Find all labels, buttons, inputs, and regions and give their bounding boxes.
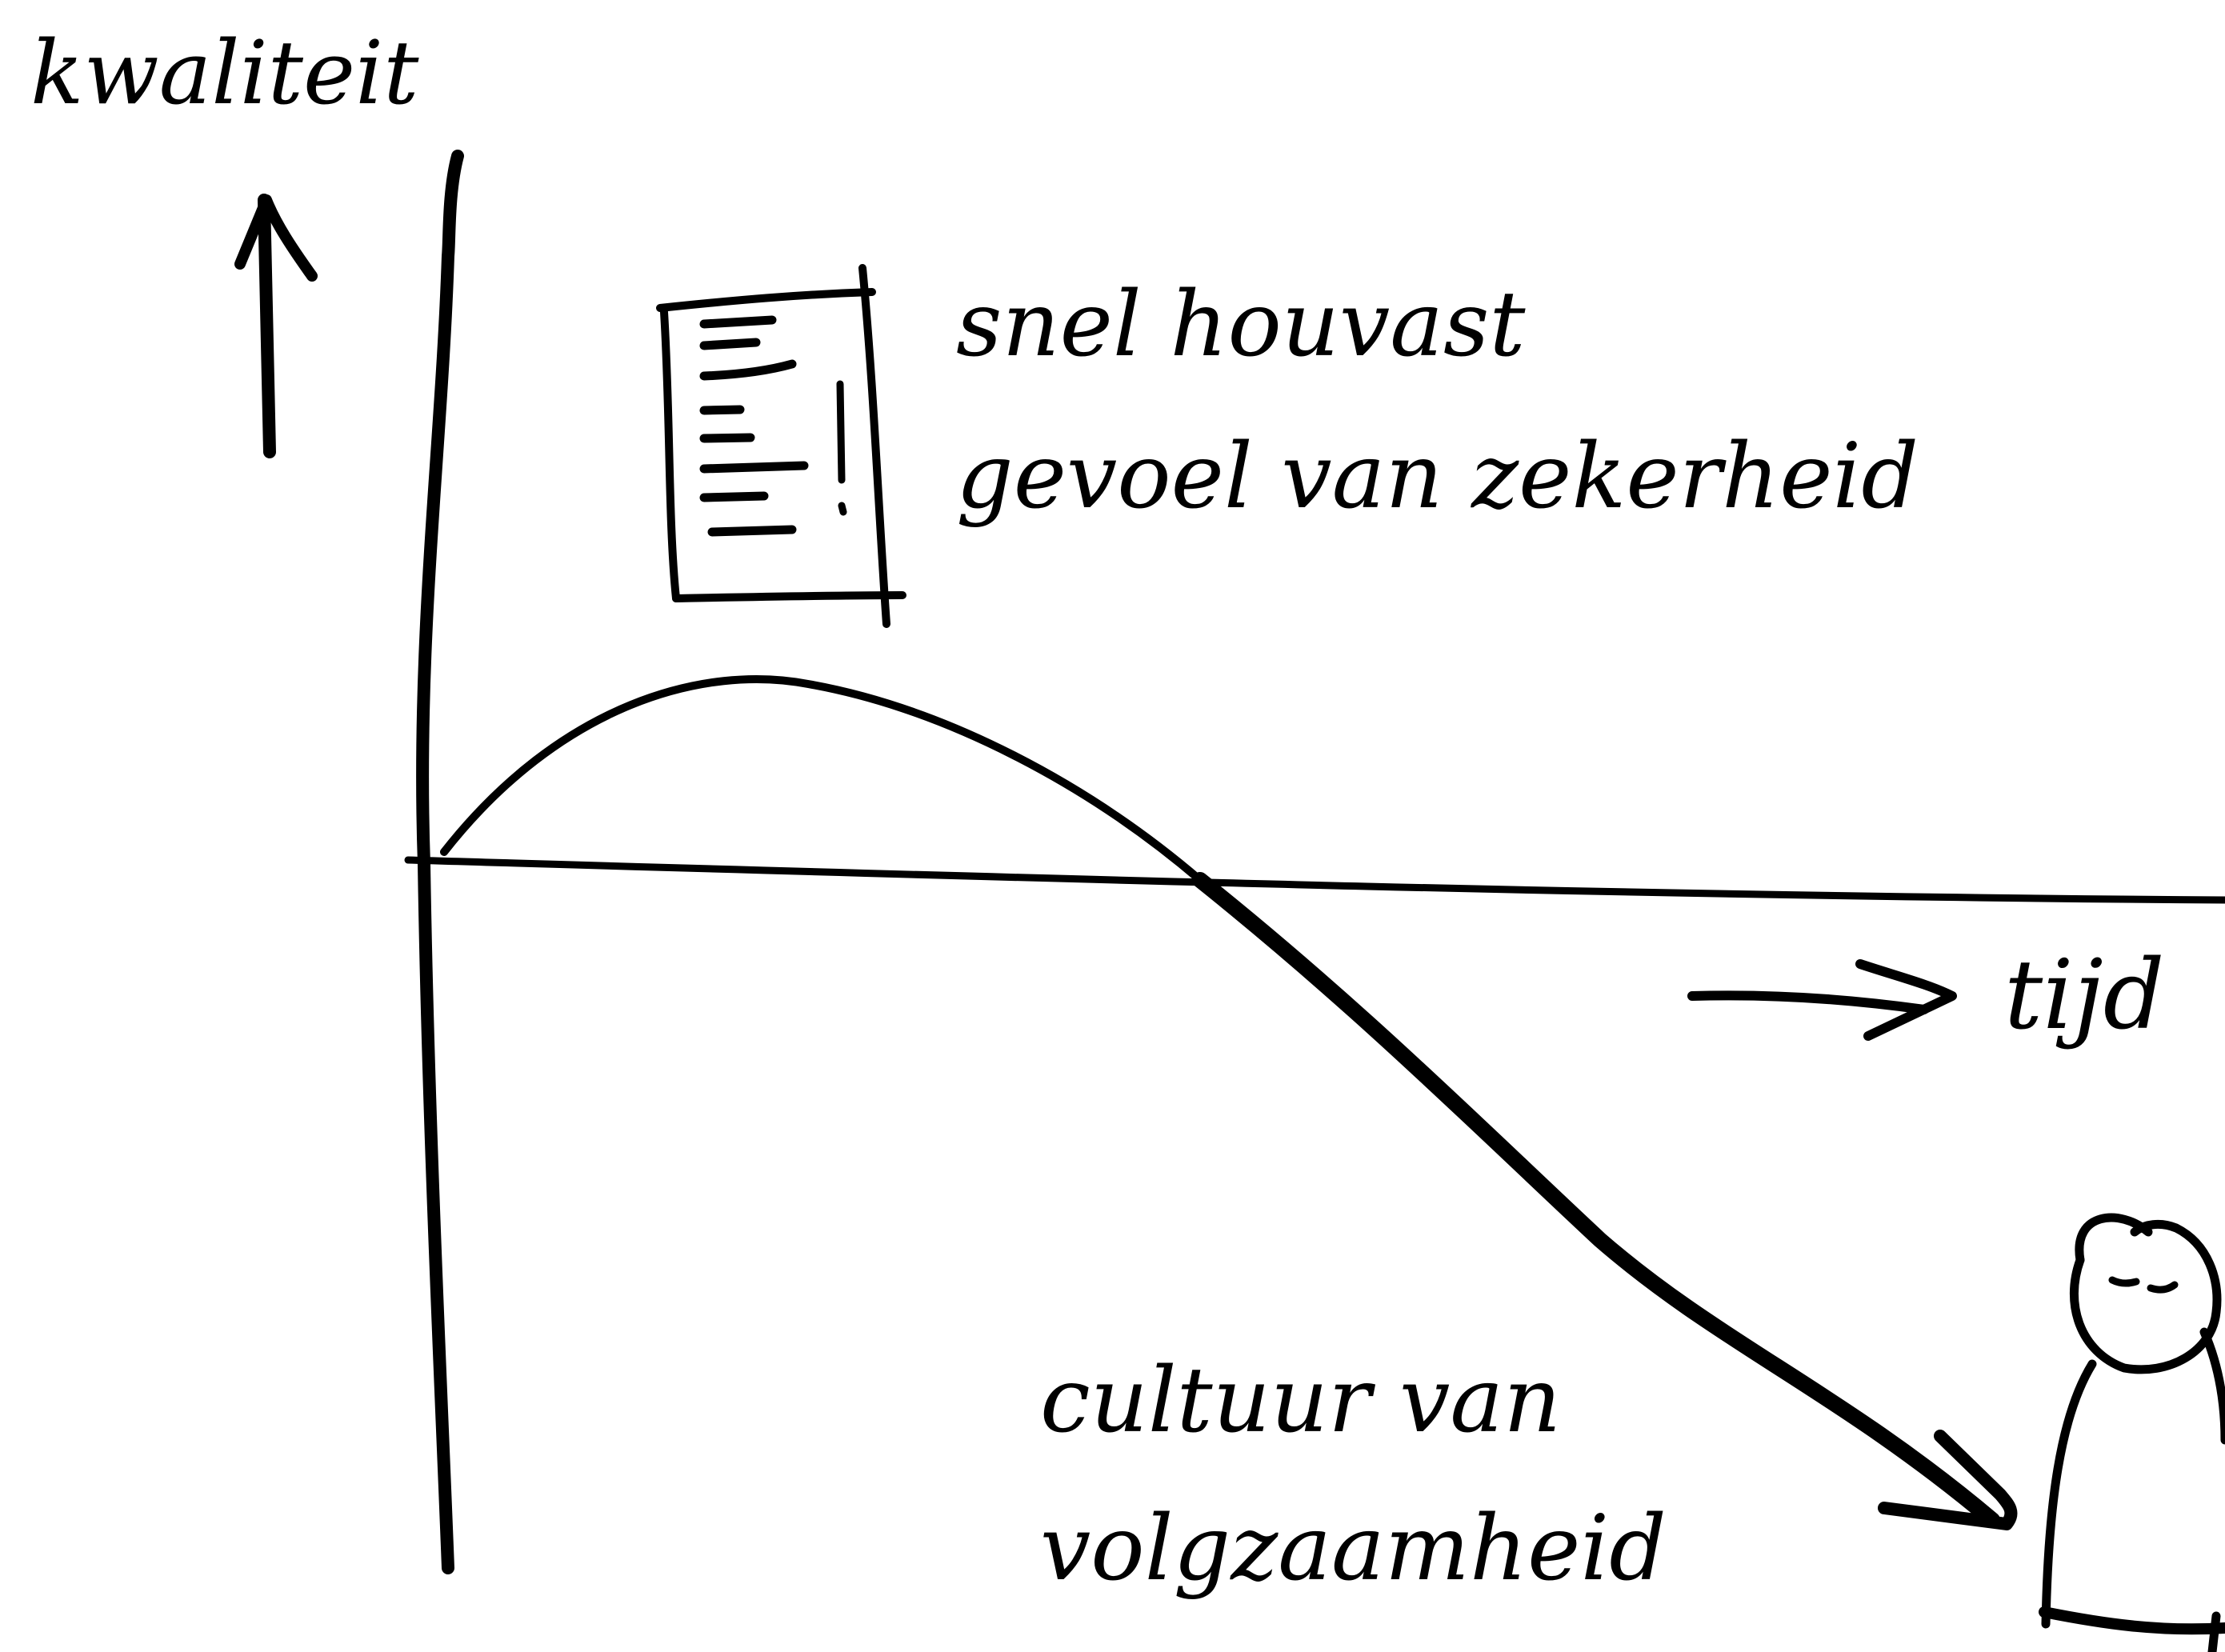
quality-curve xyxy=(440,675,1204,884)
document-annotation-line-2: gevoel van zekerheid xyxy=(956,425,1919,529)
person-icon xyxy=(2039,1213,2225,1652)
quality-curve-decline xyxy=(1192,872,2000,1528)
y-axis-label: kwaliteit xyxy=(30,22,419,124)
document-icon xyxy=(656,264,906,628)
up-arrow-icon xyxy=(234,194,318,458)
x-axis-line xyxy=(404,856,2225,904)
document-annotation-line-1: snel houvast xyxy=(956,273,1526,377)
curve-arrowhead xyxy=(1878,1430,2018,1530)
right-arrow-icon xyxy=(1687,959,1957,1041)
x-axis-label: tijd xyxy=(2004,940,2165,1051)
y-axis-line xyxy=(416,150,464,1574)
outcome-annotation-line-1: cultuur van xyxy=(1040,1349,1562,1453)
outcome-annotation-line-2: volgzaamheid xyxy=(1040,1497,1667,1601)
